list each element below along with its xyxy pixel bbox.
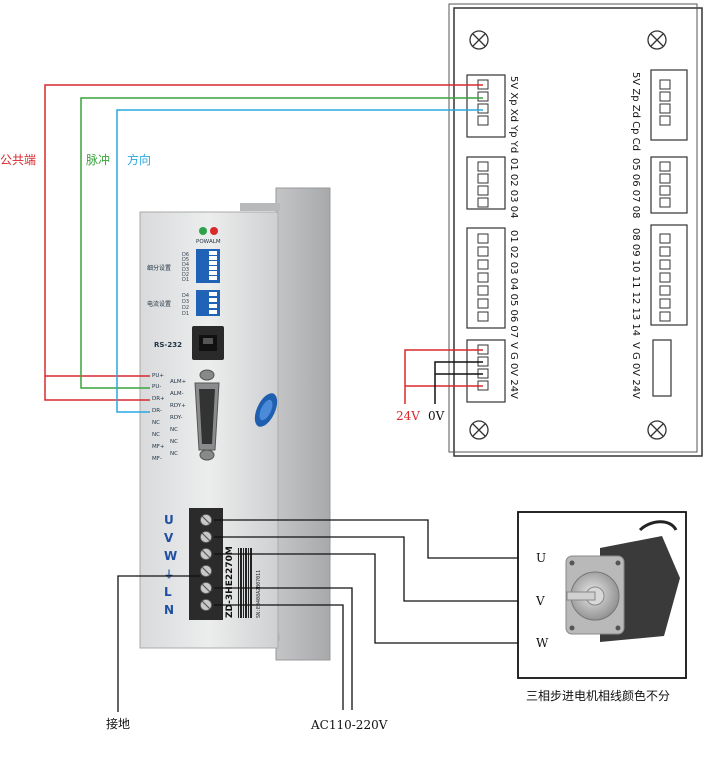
wire-motor-w	[214, 553, 528, 644]
signal-label: NC	[152, 432, 160, 438]
pin-label: 01 02 03 04	[508, 158, 519, 218]
connector-zc	[650, 69, 688, 141]
dip-code: D1	[182, 277, 189, 283]
signal-label: MF-	[152, 456, 162, 462]
serial-label: SN:E0408A2B07011	[256, 570, 262, 618]
wire-direction	[116, 109, 483, 413]
signal-label: DR-	[152, 408, 162, 414]
connector-out1	[466, 156, 506, 210]
terminal-letter: N	[164, 603, 174, 617]
motor-v-label: V	[535, 594, 545, 608]
screw-icon	[469, 30, 489, 50]
dip-group-current-label: 电流设置	[147, 300, 171, 308]
dip-code: D4	[182, 293, 189, 299]
terminal-letter: V	[164, 531, 174, 545]
led-power-label: POW	[196, 239, 210, 245]
wire-ac-l	[214, 587, 353, 710]
pin-label: 01 02 03 04 05 06 07	[508, 230, 519, 338]
wire-pulse	[80, 97, 483, 389]
rs232-port[interactable]	[192, 326, 224, 360]
terminal-letter: W	[164, 549, 177, 563]
terminal-letter: L	[164, 585, 172, 599]
dip-switch-current[interactable]	[196, 290, 220, 316]
pin-label: 5V Zp Zd Cp Cd	[630, 72, 641, 151]
db15-connector[interactable]	[194, 369, 220, 461]
connector-power-2	[652, 339, 672, 397]
screw-icon	[647, 30, 667, 50]
connector-out3	[650, 156, 688, 214]
dip-group-microstep-label: 细分设置	[147, 264, 171, 272]
ground-label: 接地	[106, 716, 130, 731]
dip-code: D3	[182, 299, 189, 305]
signal-label: NC	[170, 427, 178, 433]
wire-motor-u	[214, 519, 528, 559]
screw-icon	[647, 420, 667, 440]
stepper-driver: POW ALM D6 D5 D4 D3 D2 D1 D4 D3 D2 D1 细分…	[139, 187, 331, 661]
terminal-letter: U	[164, 513, 174, 527]
signal-wires	[44, 84, 483, 413]
dip-code: D2	[182, 272, 189, 278]
direction-label: 方向	[127, 152, 151, 167]
v0-label: 0V	[428, 409, 445, 423]
terminal-letters: U V W ⏚ L N	[164, 513, 177, 617]
dip-code: D2	[182, 305, 189, 311]
signal-label: RDY+	[170, 403, 186, 409]
barcode	[238, 548, 252, 618]
motor-wires	[117, 519, 528, 712]
motor-note-label: 三相步进电机相线颜色不分	[526, 688, 670, 703]
signal-label: RDY-	[170, 415, 182, 421]
signal-label: NC	[152, 420, 160, 426]
pin-label: V G 0V 24V	[630, 342, 641, 399]
terminal-letter: ⏚	[164, 569, 174, 581]
signal-label: NC	[170, 439, 178, 445]
dip-code: D3	[182, 267, 189, 273]
screw-icon	[469, 420, 489, 440]
pulse-label: 脉冲	[86, 152, 110, 167]
pin-label: 5V Xp Xd Yp Yd	[508, 76, 519, 153]
signal-label: DR+	[152, 396, 165, 402]
connector-out4	[650, 224, 688, 326]
signal-label: PU-	[152, 384, 161, 390]
dip-code: D6	[182, 252, 189, 258]
connector-out2	[466, 227, 506, 329]
motor-u-label: U	[536, 551, 546, 565]
wire-common	[44, 84, 483, 401]
controller-board: 5V Xp Xd Yp Yd 01 02 03 04 01 02 03 04 0…	[448, 3, 703, 457]
signal-labels-right: ALM+ ALM- RDY+ RDY- NC NC NC	[170, 379, 187, 457]
dip-switch-microstep[interactable]	[196, 249, 220, 283]
model-label: ZD-3HE2270M	[225, 546, 235, 618]
wire-motor-v	[214, 536, 528, 602]
pin-label: 05 06 07 08	[630, 158, 641, 218]
pin-label: V G 0V 24V	[508, 342, 519, 399]
signal-label: ALM+	[170, 379, 187, 385]
signal-labels-left: PU+ PU- DR+ DR- NC NC MF+ MF-	[152, 373, 165, 462]
terminal-block	[189, 508, 223, 620]
signal-label: PU+	[152, 373, 164, 379]
stepper-motor	[517, 511, 687, 679]
led-alarm-label: ALM	[209, 239, 221, 245]
motor-w-label: W	[536, 636, 549, 650]
dip-code: D5	[182, 257, 189, 263]
signal-label: MF+	[152, 444, 165, 450]
wire-0v	[434, 361, 483, 404]
rs232-label: RS-232	[154, 341, 182, 349]
signal-label: NC	[170, 451, 178, 457]
pin-label: 08 09 10 11 12 13 14	[630, 228, 641, 336]
v24-label: 24V	[396, 409, 420, 423]
dip-code: D4	[182, 262, 189, 268]
common-label: 公共端	[0, 153, 36, 167]
dip-code: D1	[182, 311, 189, 317]
power-led-icon	[199, 227, 207, 235]
wire-ac-n	[214, 604, 344, 710]
power-wires	[404, 349, 483, 404]
ac-input-label: AC110-220V	[310, 718, 388, 732]
brand-logo	[254, 393, 278, 427]
wire-ground	[117, 575, 200, 712]
alarm-led-icon	[210, 227, 218, 235]
signal-label: ALM-	[170, 391, 184, 397]
